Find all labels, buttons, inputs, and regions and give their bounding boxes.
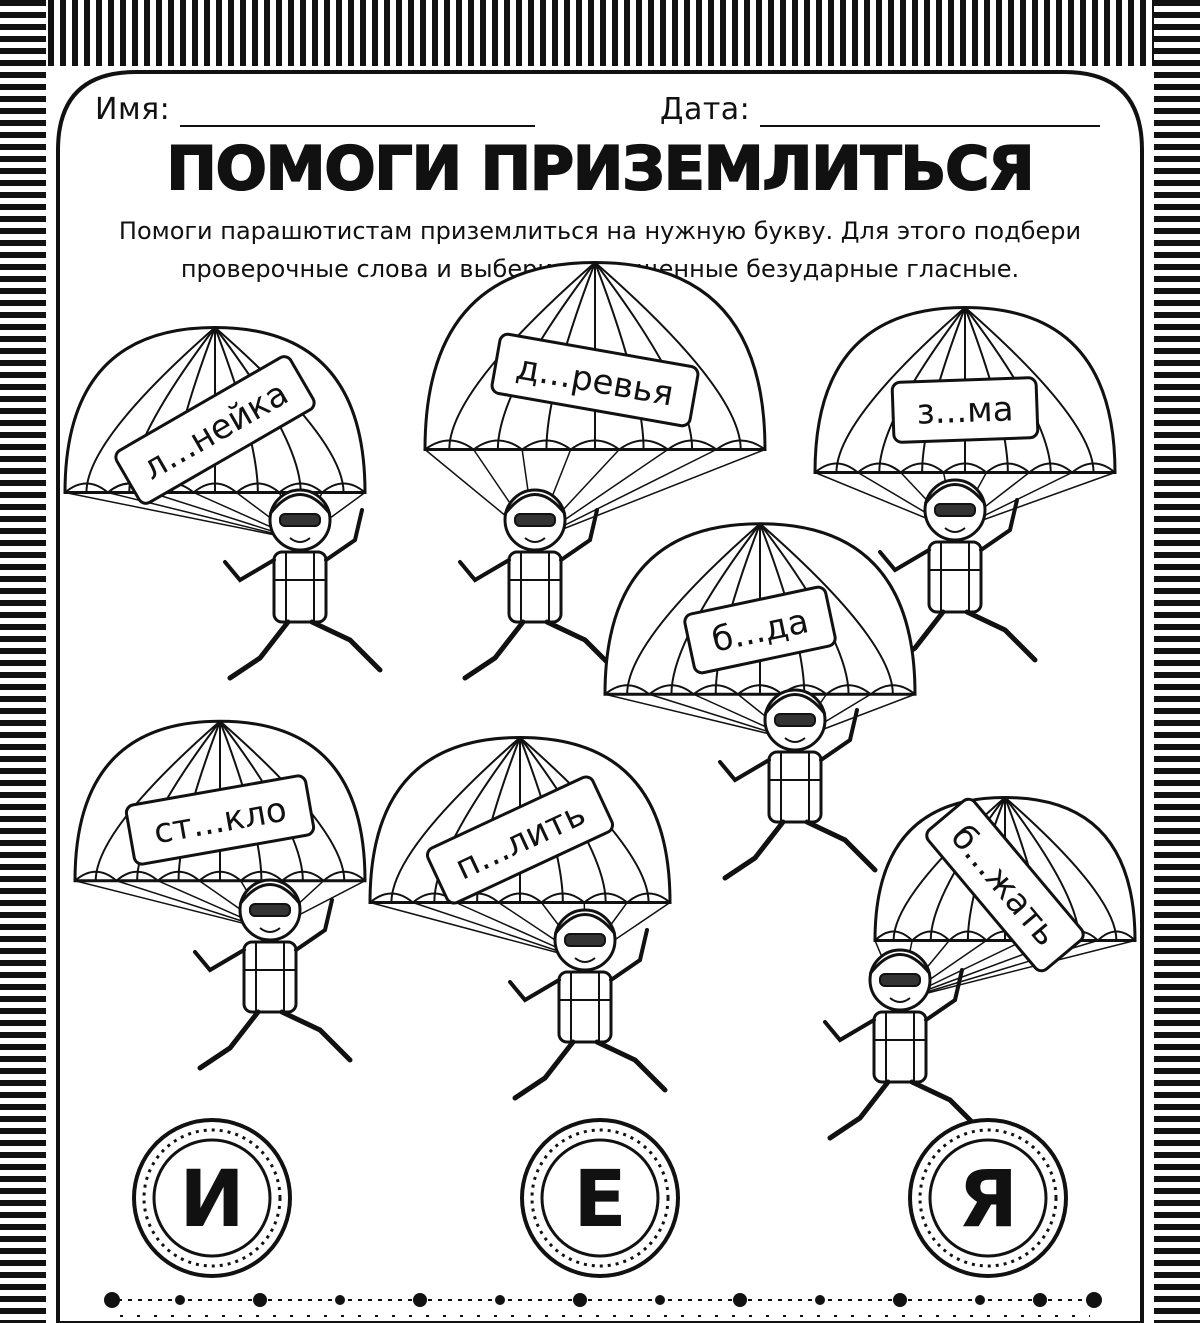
parachute-2[interactable]: д...ревья: [423, 260, 767, 681]
word-text: з...ма: [916, 389, 1014, 432]
parachute-1[interactable]: л...нейка: [63, 325, 383, 681]
skydiver-figure: [193, 878, 353, 1071]
name-blank-line[interactable]: [180, 99, 536, 127]
page-title: ПОМОГИ ПРИЗЕМЛИТЬСЯ: [166, 133, 1036, 205]
name-label: Имя:: [95, 92, 171, 127]
parachute-3[interactable]: з...ма: [813, 305, 1117, 671]
vowel-1: И: [179, 1155, 244, 1245]
dotted-chain-divider: [104, 1292, 1102, 1308]
word-label: ст...кло: [124, 774, 316, 866]
name-field: Имя:: [95, 92, 536, 127]
vowel-coin-1[interactable]: И: [132, 1118, 292, 1278]
date-blank-line[interactable]: [760, 99, 1101, 127]
vowel-coin-3[interactable]: Я: [908, 1118, 1068, 1278]
skydiver-figure: [718, 688, 878, 881]
skydiver-figure: [458, 488, 618, 681]
vowel-coin-2[interactable]: Е: [520, 1118, 680, 1278]
vowel-3: Я: [958, 1155, 1018, 1245]
date-field: Дата:: [660, 92, 1101, 127]
word-label: з...ма: [890, 376, 1040, 444]
parachute-5[interactable]: ст...кло: [73, 719, 367, 1071]
date-label: Дата:: [660, 92, 751, 127]
parachute-6[interactable]: п...лить: [368, 735, 672, 1101]
skydiver-figure: [878, 478, 1038, 671]
instruction-line-1: Помоги парашютистам приземлиться на нужн…: [118, 217, 1082, 245]
parachute-7[interactable]: б...жать: [823, 795, 1137, 1141]
parachute-4[interactable]: б...да: [603, 522, 917, 881]
word-label: б...да: [683, 585, 837, 675]
skydiver-figure: [823, 948, 983, 1141]
vowel-2: Е: [573, 1155, 626, 1245]
skydiver-figure: [508, 908, 668, 1101]
skydiver-figure: [223, 488, 383, 681]
